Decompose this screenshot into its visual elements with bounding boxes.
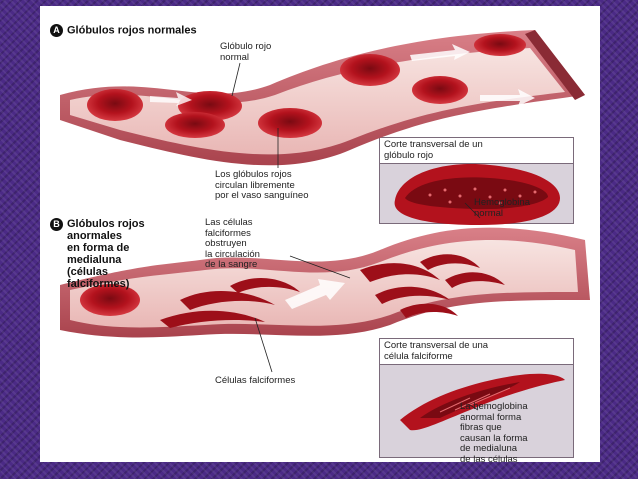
- sickle-cell: [180, 290, 275, 310]
- flow-arrow: [410, 44, 470, 61]
- inset-b-title: Corte transversal de una célula falcifor…: [380, 339, 573, 365]
- inset-a-label: Hemoglobina normal: [474, 197, 530, 219]
- label-free-flow: Los glóbulos rojos circulan libremente p…: [215, 169, 309, 201]
- label-normal-cell: Glóbulo rojo normal: [220, 41, 272, 63]
- section-b-heading: B Glóbulos rojos anormales en forma de me…: [50, 206, 145, 290]
- sickle-cell: [230, 278, 300, 293]
- section-b-title: Glóbulos rojos anormales en forma de med…: [67, 218, 145, 290]
- section-b-badge: B: [50, 218, 63, 231]
- section-a-heading: A Glóbulos rojos normales: [50, 12, 197, 37]
- sickle-cell: [375, 286, 450, 304]
- red-cell: [80, 284, 140, 316]
- label-sickle-cells: Células falciformes: [215, 375, 296, 386]
- inset-a-title: Corte transversal de un glóbulo rojo: [380, 138, 573, 164]
- sickle-cell: [160, 310, 265, 328]
- inset-a-illustration: [394, 164, 560, 225]
- sickle-cell: [400, 303, 458, 318]
- label-obstruct: Las células falciformes obstruyen la cir…: [205, 217, 260, 270]
- sickle-cell: [420, 254, 480, 270]
- section-a-title: Glóbulos rojos normales: [67, 24, 197, 37]
- inset-b-illustration: [400, 373, 565, 431]
- red-cell: [165, 112, 225, 138]
- vessel-a: [60, 30, 585, 168]
- blocked-flow-arrow: [285, 279, 345, 309]
- red-cell: [258, 108, 322, 138]
- red-cell: [340, 54, 400, 86]
- section-a-badge: A: [50, 24, 63, 37]
- red-cell: [87, 89, 143, 121]
- flow-arrow: [480, 89, 535, 106]
- flow-arrow: [150, 92, 192, 106]
- vessel-b: [60, 227, 590, 373]
- red-cell: [412, 76, 468, 104]
- sickle-cell: [360, 263, 440, 282]
- inset-b-label: La hemoglobina anormal forma fibras que …: [460, 401, 528, 465]
- sickle-cell: [445, 272, 505, 288]
- red-cell: [474, 34, 526, 56]
